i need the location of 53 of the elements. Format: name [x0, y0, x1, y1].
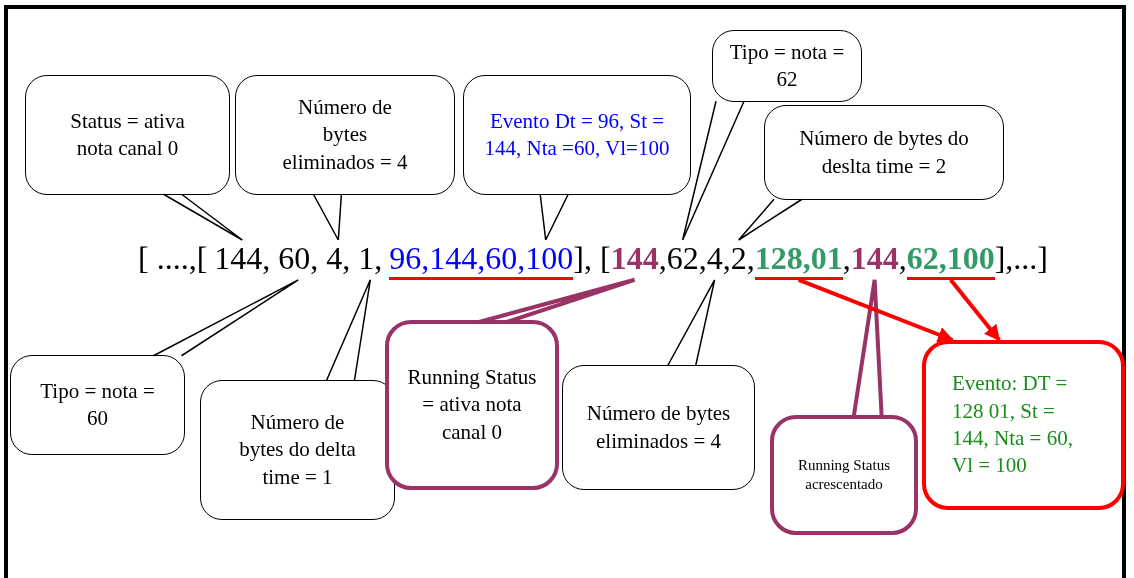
callout-text: Tipo = nota = 62	[729, 38, 845, 93]
sequence-text: ], [	[573, 240, 611, 278]
callout-text: Tipo = nota = 60	[39, 377, 156, 432]
sequence-value: 128,01	[754, 240, 843, 280]
sequence-value: 144	[850, 240, 899, 280]
callout-tail	[539, 193, 569, 241]
sequence-text: ,	[698, 240, 707, 278]
speech-bubble	[922, 340, 1125, 510]
callout-tail	[312, 193, 343, 241]
speech-bubble	[25, 75, 230, 195]
speech-bubble	[712, 30, 862, 102]
arrow	[797, 277, 954, 343]
speech-bubble	[764, 105, 1004, 200]
callout-text: Número de bytes eliminados = 4	[585, 400, 732, 455]
speech-bubble	[200, 380, 395, 520]
sequence-value: 96,144,60,100	[389, 240, 574, 280]
sequence-text: ,	[722, 240, 731, 278]
callout-text: Status = ativa nota canal 0	[69, 107, 186, 162]
callout-text: Running Status = ativa nota canal 0	[406, 364, 538, 446]
sequence-text: ,	[658, 240, 667, 278]
callout-text: Evento Dt = 96, St = 144, Nta =60, Vl=100	[483, 107, 671, 162]
callout-tail	[152, 279, 300, 357]
callout-text: Running Status acrescentado	[796, 455, 892, 494]
speech-bubble	[463, 75, 691, 195]
callout-tail	[325, 279, 372, 382]
callout-text: Número de bytes do deslta time = 2	[798, 125, 970, 180]
sequence-text: ,	[842, 240, 851, 278]
speech-bubble	[385, 320, 559, 490]
arrow	[949, 278, 1001, 342]
sequence-value: 62,100	[906, 240, 995, 280]
sequence-value: 2	[730, 240, 747, 280]
sequence-text: ,	[746, 240, 755, 278]
speech-bubble	[770, 415, 918, 535]
callout-text: Número de bytes eliminados = 4	[281, 94, 409, 176]
sequence-value: 60,	[278, 240, 319, 280]
sequence-text: ],...]	[994, 240, 1048, 278]
sequence-value: 4,	[326, 240, 351, 280]
callout-tail	[681, 100, 745, 241]
callout-tail	[737, 198, 803, 241]
speech-bubble	[562, 365, 755, 490]
speech-bubble	[10, 355, 185, 455]
sequence-text: ,	[898, 240, 907, 278]
callout-text: Evento: DT = 128 01, St = 144, Nta = 60, Vl = 100	[952, 370, 1074, 480]
speech-bubble	[235, 75, 455, 195]
callout-text: Número de bytes do delta time = 1	[238, 409, 357, 491]
callout-tail	[666, 279, 716, 367]
sequence-value: 62	[666, 240, 699, 280]
sequence-value: 144,	[214, 240, 271, 280]
sequence-text: [ ....,[	[138, 240, 208, 278]
sequence-value: 1,	[358, 240, 383, 280]
sequence-value: 4	[706, 240, 723, 280]
sequence-value: 144	[610, 240, 659, 280]
callout-tail	[162, 193, 244, 241]
